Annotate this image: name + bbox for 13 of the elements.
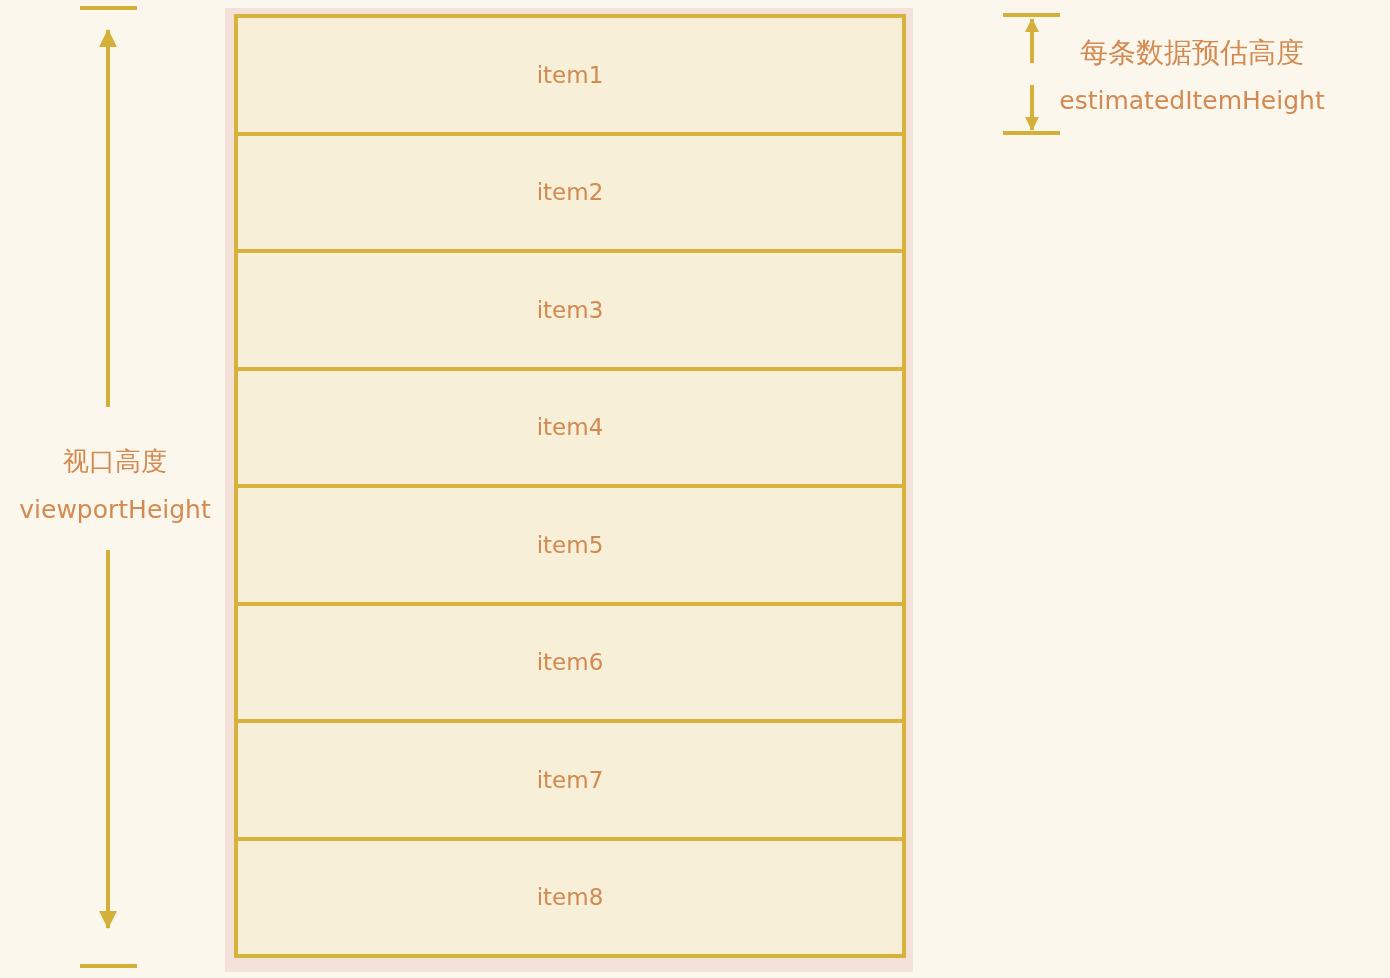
list-item-box: item1 (234, 14, 906, 132)
list-panel (225, 8, 913, 972)
list-item-box: item5 (234, 484, 906, 602)
list-item-box: item2 (234, 131, 906, 249)
list-item-box: item3 (234, 249, 906, 367)
dimension-label: estimatedItemHeight (1059, 86, 1325, 116)
list-item-box: item7 (234, 719, 906, 837)
dimension-label: viewportHeight (19, 495, 211, 525)
dimension-label: 每条数据预估高度 (1080, 36, 1304, 70)
dimension-label: 视口高度 (63, 446, 167, 478)
list-item-box: item6 (234, 601, 906, 719)
list-item-box: item4 (234, 366, 906, 484)
list-item-box: item8 (234, 836, 906, 958)
